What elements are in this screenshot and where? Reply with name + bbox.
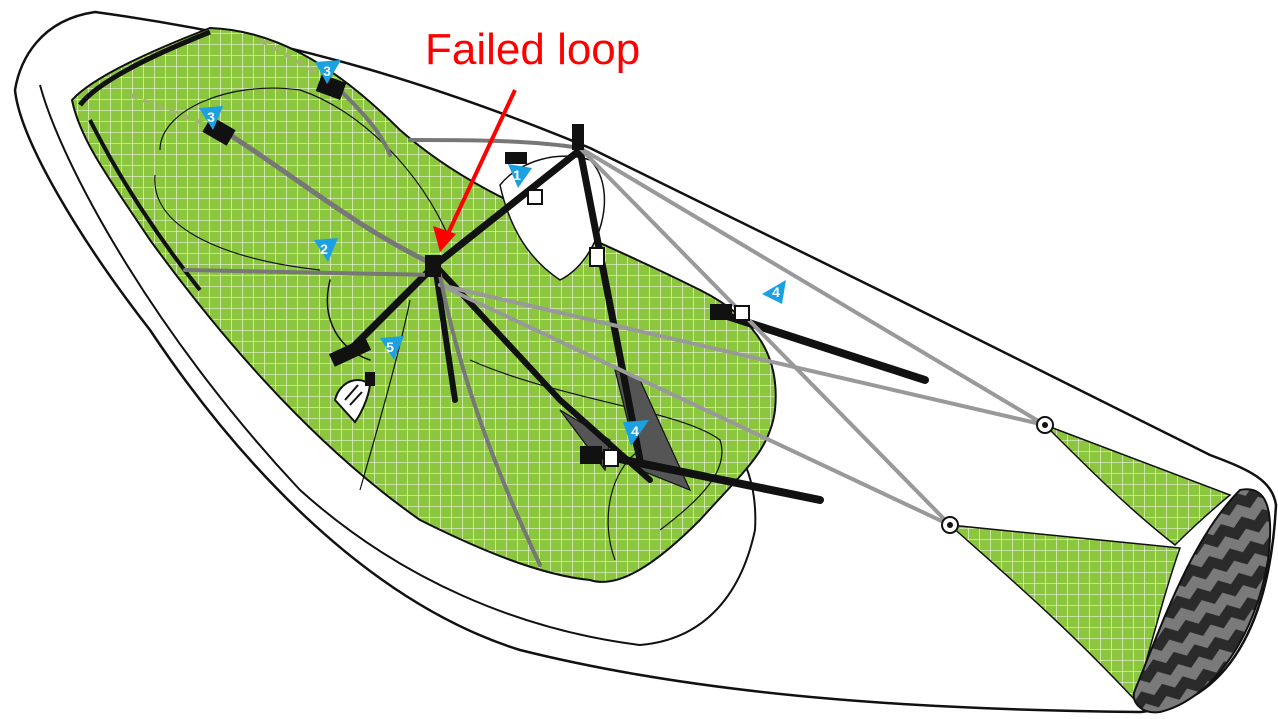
carbon-foot-plate [1132,488,1272,714]
marker-2-label: 2 [320,241,328,257]
marker-1: 1 [508,164,532,188]
marker-3b-label: 3 [323,63,331,79]
harness-inner-rim [39,84,757,647]
marker-5-label: 5 [386,339,394,355]
dashed-ropes [129,38,331,132]
hardware [202,74,1054,534]
failed-loop-label: Failed loop [425,25,640,74]
failed-loop-arrow [433,89,517,252]
seat-board-line [359,299,411,491]
riser-ropes [183,88,1047,567]
seat-panel-line [154,174,321,271]
marker-3a: 3 [199,106,223,130]
marker-5: 5 [380,336,404,360]
marker-1-label: 1 [513,167,521,183]
leg-opening [499,155,606,281]
speedbar-panel-upper [1044,424,1232,546]
marker-4b: 4 [623,420,649,446]
marker-4a-label: 4 [772,284,780,300]
reserve-handle [333,372,375,424]
marker-3a-label: 3 [207,109,215,125]
back-panel-line [159,87,451,241]
seat-rim-stripe [78,29,211,107]
marker-3b: 3 [315,60,341,84]
marker-4b-label: 4 [631,423,639,439]
marker-4a: 4 [762,280,786,304]
marker-2: 2 [314,238,338,262]
